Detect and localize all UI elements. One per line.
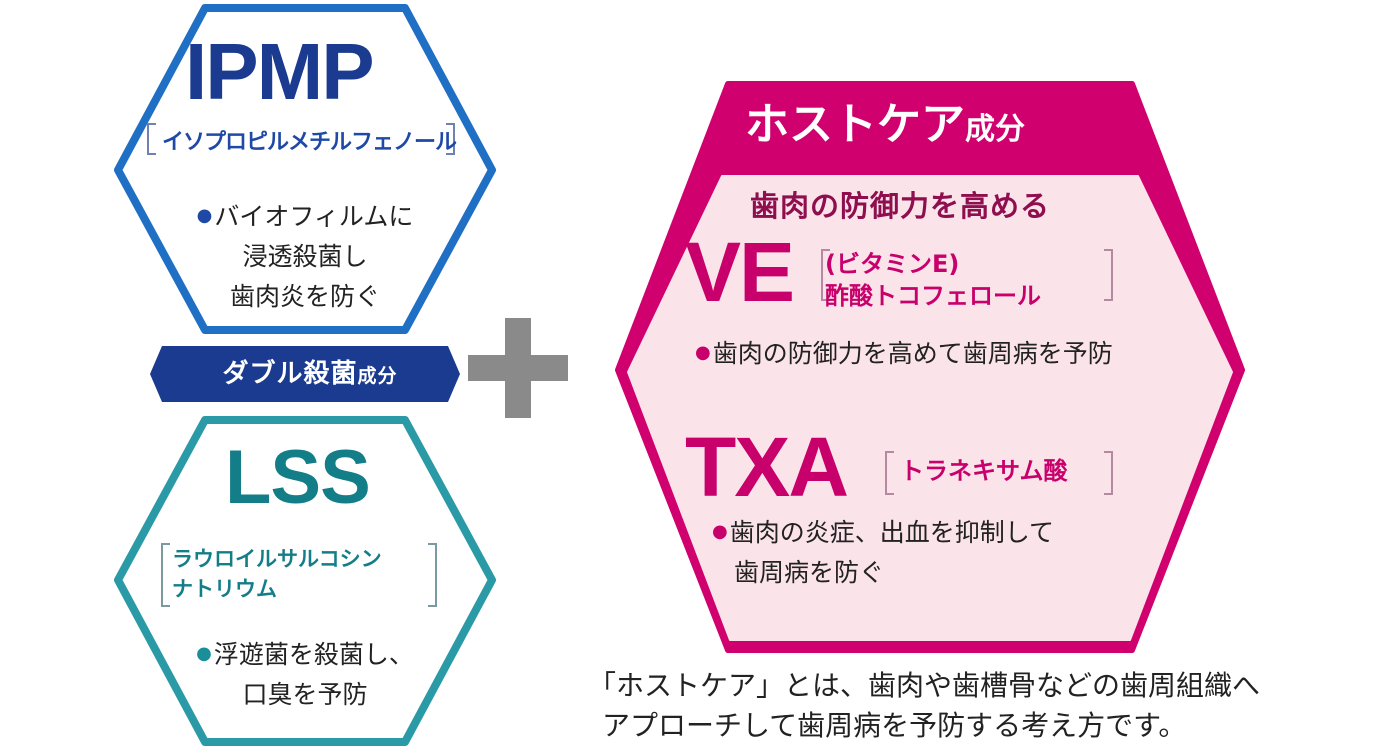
txa-desc-line1: 歯肉の炎症、出血を抑制して (729, 518, 1054, 547)
ipmp-desc-line1: バイオフィルムに (214, 202, 414, 231)
footnote-line1: 「ホストケア」とは、歯肉や歯槽骨などの歯周組織へ (588, 669, 1261, 702)
ipmp-description: ●バイオフィルムに 浸透殺菌し 歯肉炎を防ぐ (190, 196, 420, 317)
ipmp-title: IPMP (185, 27, 375, 116)
lss-desc-line1: 浮遊菌を殺菌し、 (213, 640, 414, 669)
ipmp-subtitle: イソプロピルメチルフェノール (150, 124, 457, 156)
double-kill-banner (150, 346, 460, 402)
ipmp-hexagon (114, 4, 496, 334)
hostcare-footnote: 「ホストケア」とは、歯肉や歯槽骨などの歯周組織へ アプローチして歯周病を予防する… (588, 666, 1260, 746)
lss-subtitle-line1: ラウロイルサルコシン (172, 547, 382, 571)
ipmp-subtitle-text: イソプロピルメチルフェノール (162, 130, 457, 155)
txa-title: TXA (685, 420, 849, 514)
bullet-icon: ● (712, 521, 728, 542)
lss-subtitle: ラウロイルサルコシン ナトリウム (172, 544, 382, 604)
hostcare-strengthen-heading: 歯肉の防御力を高める (750, 189, 1051, 223)
ve-desc-text: 歯肉の防御力を高めて歯周病を予防 (712, 339, 1113, 368)
txa-desc-line2: 歯周病を防ぐ (734, 558, 885, 587)
hostcare-title-main: ホストケア (745, 99, 965, 150)
ve-bracket (821, 249, 1113, 301)
txa-bracket (885, 451, 1113, 495)
hostcare-title: ホストケア成分 (745, 95, 1025, 160)
bullet-icon: ● (695, 342, 711, 363)
ve-description: ●歯肉の防御力を高めて歯周病を予防 (695, 333, 1113, 374)
ve-subtitle-line1: (ビタミンE) (825, 250, 960, 278)
bullet-icon: ● (196, 643, 212, 664)
lss-title: LSS (225, 435, 371, 520)
ve-subtitle: (ビタミンE) 酢酸トコフェロール (825, 248, 1041, 312)
ipmp-bracket (147, 123, 455, 155)
bullet-icon: ● (196, 205, 213, 226)
ipmp-desc-line2: 浸透殺菌し (242, 242, 368, 271)
lss-desc-line2: 口臭を予防 (242, 680, 368, 709)
ve-subtitle-line2: 酢酸トコフェロール (825, 282, 1041, 310)
ve-title: VE (685, 225, 795, 319)
ipmp-desc-line3: 歯肉炎を防ぐ (229, 282, 380, 311)
lss-subtitle-line2: ナトリウム (172, 577, 277, 601)
lss-bracket (161, 543, 437, 607)
lss-hexagon (114, 416, 496, 746)
double-kill-label: ダブル殺菌成分 (170, 356, 450, 394)
double-kill-small: 成分 (357, 365, 398, 387)
footnote-line2: アプローチして歯周病を予防する考え方です。 (602, 709, 1187, 742)
lss-description: ●浮遊菌を殺菌し、 口臭を予防 (185, 634, 425, 715)
hostcare-title-small: 成分 (965, 112, 1025, 147)
plus-icon (468, 318, 568, 418)
txa-description: ●歯肉の炎症、出血を抑制して 歯周病を防ぐ (712, 512, 1054, 593)
txa-subtitle: トラネキサム酸 (900, 457, 1068, 485)
hostcare-inner-panel (627, 175, 1233, 641)
double-kill-main: ダブル殺菌 (222, 359, 358, 389)
